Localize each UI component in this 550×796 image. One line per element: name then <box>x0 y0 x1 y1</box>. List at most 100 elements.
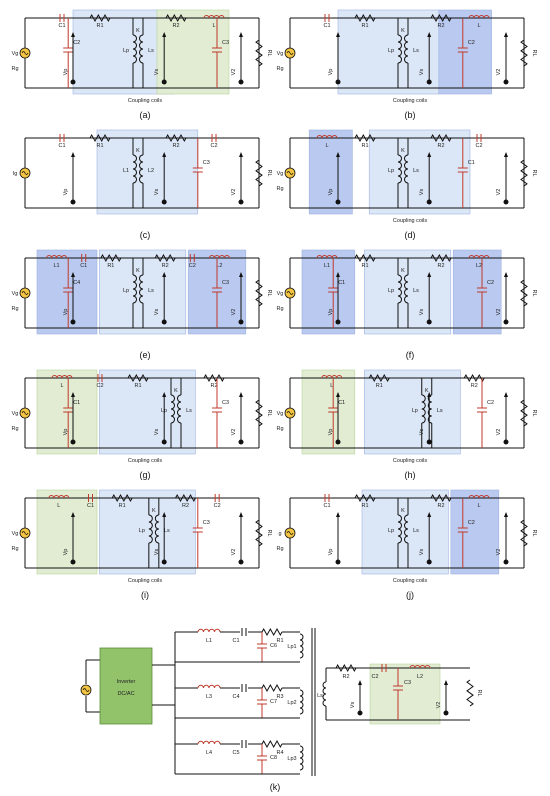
component-label: R2 <box>182 503 189 509</box>
arrow-head <box>504 272 508 277</box>
source-label: Vg <box>12 51 19 57</box>
panel-caption: (e) <box>140 350 151 360</box>
inductor-icon <box>203 15 225 19</box>
arrow-head <box>162 152 167 157</box>
resistor-icon <box>430 133 452 143</box>
ac-source-icon <box>19 167 31 179</box>
panel-caption: (g) <box>140 470 151 480</box>
arrow-head <box>504 152 508 157</box>
voltage-label: Vp <box>328 189 334 196</box>
series-capacitor-icon <box>324 14 330 22</box>
resistor-icon <box>354 13 376 23</box>
source-label: Vg <box>12 291 19 297</box>
component-label: R2 <box>437 263 444 269</box>
coupling-k-label: K <box>401 508 405 514</box>
branch-capacitor-label: C1 <box>232 638 239 644</box>
coupling-k-label: K <box>401 28 405 34</box>
component-label: C2 <box>210 143 217 149</box>
voltage-label: Vp <box>63 309 69 316</box>
component-label: C1 <box>87 503 94 509</box>
shunt-capacitor-icon <box>477 407 487 413</box>
coil-icon <box>154 514 159 544</box>
component-label: R2 <box>471 383 478 389</box>
resistor-icon <box>111 493 133 503</box>
component-label: R2 <box>172 23 179 29</box>
arrow-head <box>358 680 362 685</box>
coupling-k-label: K <box>136 28 140 34</box>
coupling-k-label: K <box>136 148 140 154</box>
arrow-head <box>336 392 340 397</box>
resistor-icon <box>261 739 283 749</box>
voltage-label: Vs <box>154 189 160 196</box>
source-resistor-label: Rg <box>276 426 283 432</box>
load-resistor-icon <box>520 279 528 307</box>
coil-left-label: Lp <box>388 48 394 54</box>
arrow-head <box>427 272 432 277</box>
component-label: L <box>477 503 480 509</box>
node-dot <box>357 710 363 716</box>
load-label: RL <box>531 409 537 416</box>
arrow-head <box>504 32 508 37</box>
component-label: R2 <box>437 143 444 149</box>
ac-source-icon <box>284 167 296 179</box>
shunt-capacitor-label: C1 <box>468 160 475 166</box>
sine-icon <box>286 291 294 295</box>
highlight-box <box>308 129 353 215</box>
branch-inductor-label: L3 <box>206 694 212 700</box>
resistor-icon <box>430 493 452 503</box>
component-label: R1 <box>119 503 126 509</box>
arrow-head <box>336 512 340 517</box>
component-label: R1 <box>361 23 368 29</box>
node-dot <box>238 79 244 85</box>
source-resistor-label: Rg <box>276 186 283 192</box>
coil-icon <box>397 154 402 184</box>
node-dot <box>161 199 167 205</box>
node-dot <box>426 559 432 565</box>
component-label: R2 <box>210 383 217 389</box>
shunt-capacitor-label: C3 <box>222 40 229 46</box>
series-capacitor-icon <box>189 254 195 262</box>
node-dot <box>238 319 244 325</box>
sine-icon <box>21 291 29 295</box>
series-capacitor-icon <box>324 494 330 502</box>
voltage-label: Vp <box>328 549 334 556</box>
highlight-box <box>99 369 196 455</box>
source-label: Vg <box>277 171 284 177</box>
ac-source-icon <box>19 287 31 299</box>
sine-icon <box>21 171 29 175</box>
resistor-icon <box>354 253 376 263</box>
component-label: L2 <box>476 263 482 269</box>
series-capacitor-icon <box>476 134 482 142</box>
component-label: L1 <box>54 263 60 269</box>
coil-right-label: Ls <box>413 528 419 534</box>
series-capacitor-icon <box>97 374 103 382</box>
shunt-capacitor-icon <box>257 755 267 761</box>
branch-shunt-label: C6 <box>270 643 277 649</box>
voltage-label: V2 <box>231 69 237 76</box>
sine-icon <box>21 411 29 415</box>
component-label: C1 <box>80 263 87 269</box>
load-label: RL <box>266 49 272 56</box>
node-dot <box>503 79 509 85</box>
load-resistor-icon <box>255 159 263 187</box>
ac-source-icon <box>284 47 296 59</box>
panel-caption: (h) <box>405 470 416 480</box>
source-label: Vg <box>12 411 19 417</box>
branch-inductor-label: L1 <box>206 638 212 644</box>
ac-source-icon <box>19 407 31 419</box>
voltage-label: Vs <box>419 189 425 196</box>
sine-icon <box>82 688 90 692</box>
secondary-resistor-label: R2 <box>342 674 349 680</box>
series-capacitor-icon <box>241 740 247 748</box>
voltage-label: Vs <box>350 702 356 709</box>
source-label: Vg <box>12 531 19 537</box>
shunt-capacitor-icon <box>257 643 267 649</box>
source-label: g <box>278 531 281 537</box>
highlight-box <box>369 663 441 725</box>
coil-right-label: Ls <box>437 408 443 414</box>
sine-icon <box>21 51 29 55</box>
ac-source-icon <box>19 527 31 539</box>
node-dot <box>335 319 341 325</box>
highlight-box <box>364 369 461 455</box>
